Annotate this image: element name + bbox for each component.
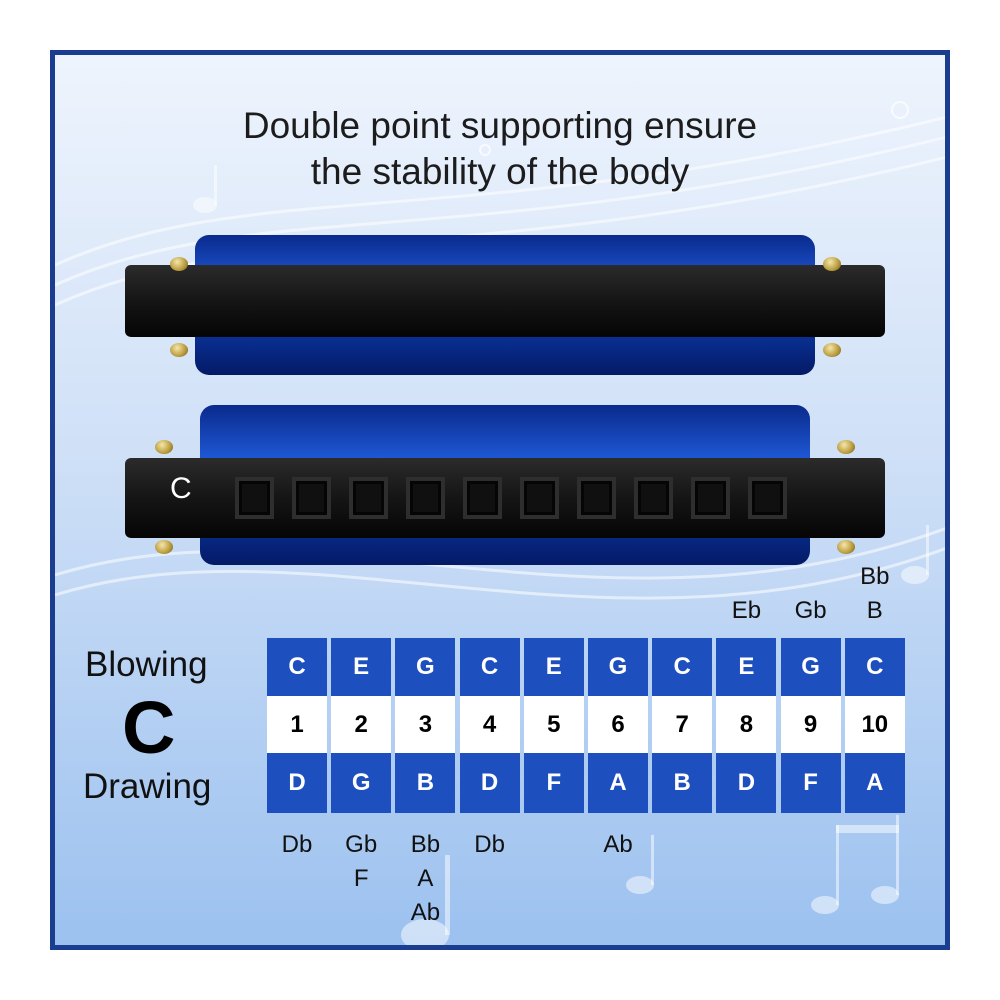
bend-note: Eb <box>731 597 762 624</box>
hole-number: 9 <box>780 696 841 753</box>
harmonica-hole <box>235 477 274 519</box>
draw-note: F <box>780 753 841 813</box>
draw-note: A <box>588 753 648 813</box>
harmonica-hole <box>520 477 559 519</box>
blow-note: C <box>652 638 713 696</box>
bend-note: Ab <box>603 831 633 858</box>
harmonica-hole <box>463 477 502 519</box>
draw-note: B <box>652 753 713 813</box>
bend-note: Db <box>281 831 313 858</box>
screw-icon <box>837 540 855 554</box>
title-line: the stability of the body <box>310 151 690 192</box>
blow-note: E <box>716 638 777 696</box>
draw-note: B <box>395 753 456 813</box>
screw-icon <box>837 440 855 454</box>
bend-note: Gb <box>794 597 827 624</box>
screw-icon <box>155 540 173 554</box>
harmonica-hole <box>577 477 616 519</box>
hole-number: 10 <box>844 696 905 753</box>
hole-number: 4 <box>459 696 520 753</box>
draw-note: D <box>716 753 777 813</box>
hole-number: 1 <box>267 696 327 753</box>
draw-note: D <box>267 753 327 813</box>
drawing-label: Drawing <box>83 767 212 806</box>
blow-note: C <box>844 638 905 696</box>
screw-icon <box>823 257 841 271</box>
draw-bends: Db <box>267 828 327 862</box>
screw-icon <box>823 343 841 357</box>
bend-note: F <box>353 865 369 892</box>
screw-icon <box>170 257 188 271</box>
hole-number: 3 <box>395 696 456 753</box>
bend-note: Gb <box>345 831 378 858</box>
draw-bends: Db <box>460 828 520 862</box>
bend-note: Bb <box>410 831 441 858</box>
harmonica-hole <box>292 477 331 519</box>
blow-bends: Eb <box>716 594 776 628</box>
screw-icon <box>155 440 173 454</box>
blow-note: C <box>267 638 327 696</box>
screw-icon <box>170 343 188 357</box>
page-title: Double point supporting ensure the stabi… <box>55 103 945 195</box>
blow-note: E <box>523 638 584 696</box>
bend-note: Db <box>474 831 505 858</box>
draw-bends: Ab <box>588 828 648 862</box>
blowing-label: Blowing <box>85 645 208 684</box>
blow-note: C <box>459 638 520 696</box>
blow-note: G <box>395 638 456 696</box>
blow-note: G <box>780 638 841 696</box>
blow-note: E <box>331 638 392 696</box>
bend-note: B <box>866 597 883 624</box>
hole-number: 2 <box>331 696 392 753</box>
harmonica-hole <box>691 477 730 519</box>
draw-note: F <box>523 753 584 813</box>
bend-note: Ab <box>410 899 441 926</box>
hole-number: 7 <box>652 696 713 753</box>
draw-note: A <box>844 753 905 813</box>
harmonica-hole <box>406 477 445 519</box>
hole-number: 8 <box>716 696 777 753</box>
harmonica-comb <box>125 265 885 337</box>
blow-note: G <box>588 638 648 696</box>
draw-note: G <box>331 753 392 813</box>
harmonica-hole <box>748 477 787 519</box>
harmonica-key-label: C <box>170 472 192 505</box>
harmonica-front-view: C <box>125 400 885 575</box>
draw-note: D <box>459 753 520 813</box>
product-frame: Double point supporting ensure the stabi… <box>50 50 950 950</box>
hole-number: 6 <box>588 696 648 753</box>
bend-note: Bb <box>860 563 890 590</box>
harmonica-back-view <box>125 235 885 395</box>
hole-number: 5 <box>523 696 584 753</box>
blow-bends: Gb <box>781 594 841 628</box>
harmonica-hole <box>634 477 673 519</box>
harmonica-holes <box>235 468 795 528</box>
harmonica-hole <box>349 477 388 519</box>
bend-note: A <box>417 865 434 892</box>
key-label: C <box>122 686 176 769</box>
title-line: Double point supporting ensure <box>242 105 758 146</box>
